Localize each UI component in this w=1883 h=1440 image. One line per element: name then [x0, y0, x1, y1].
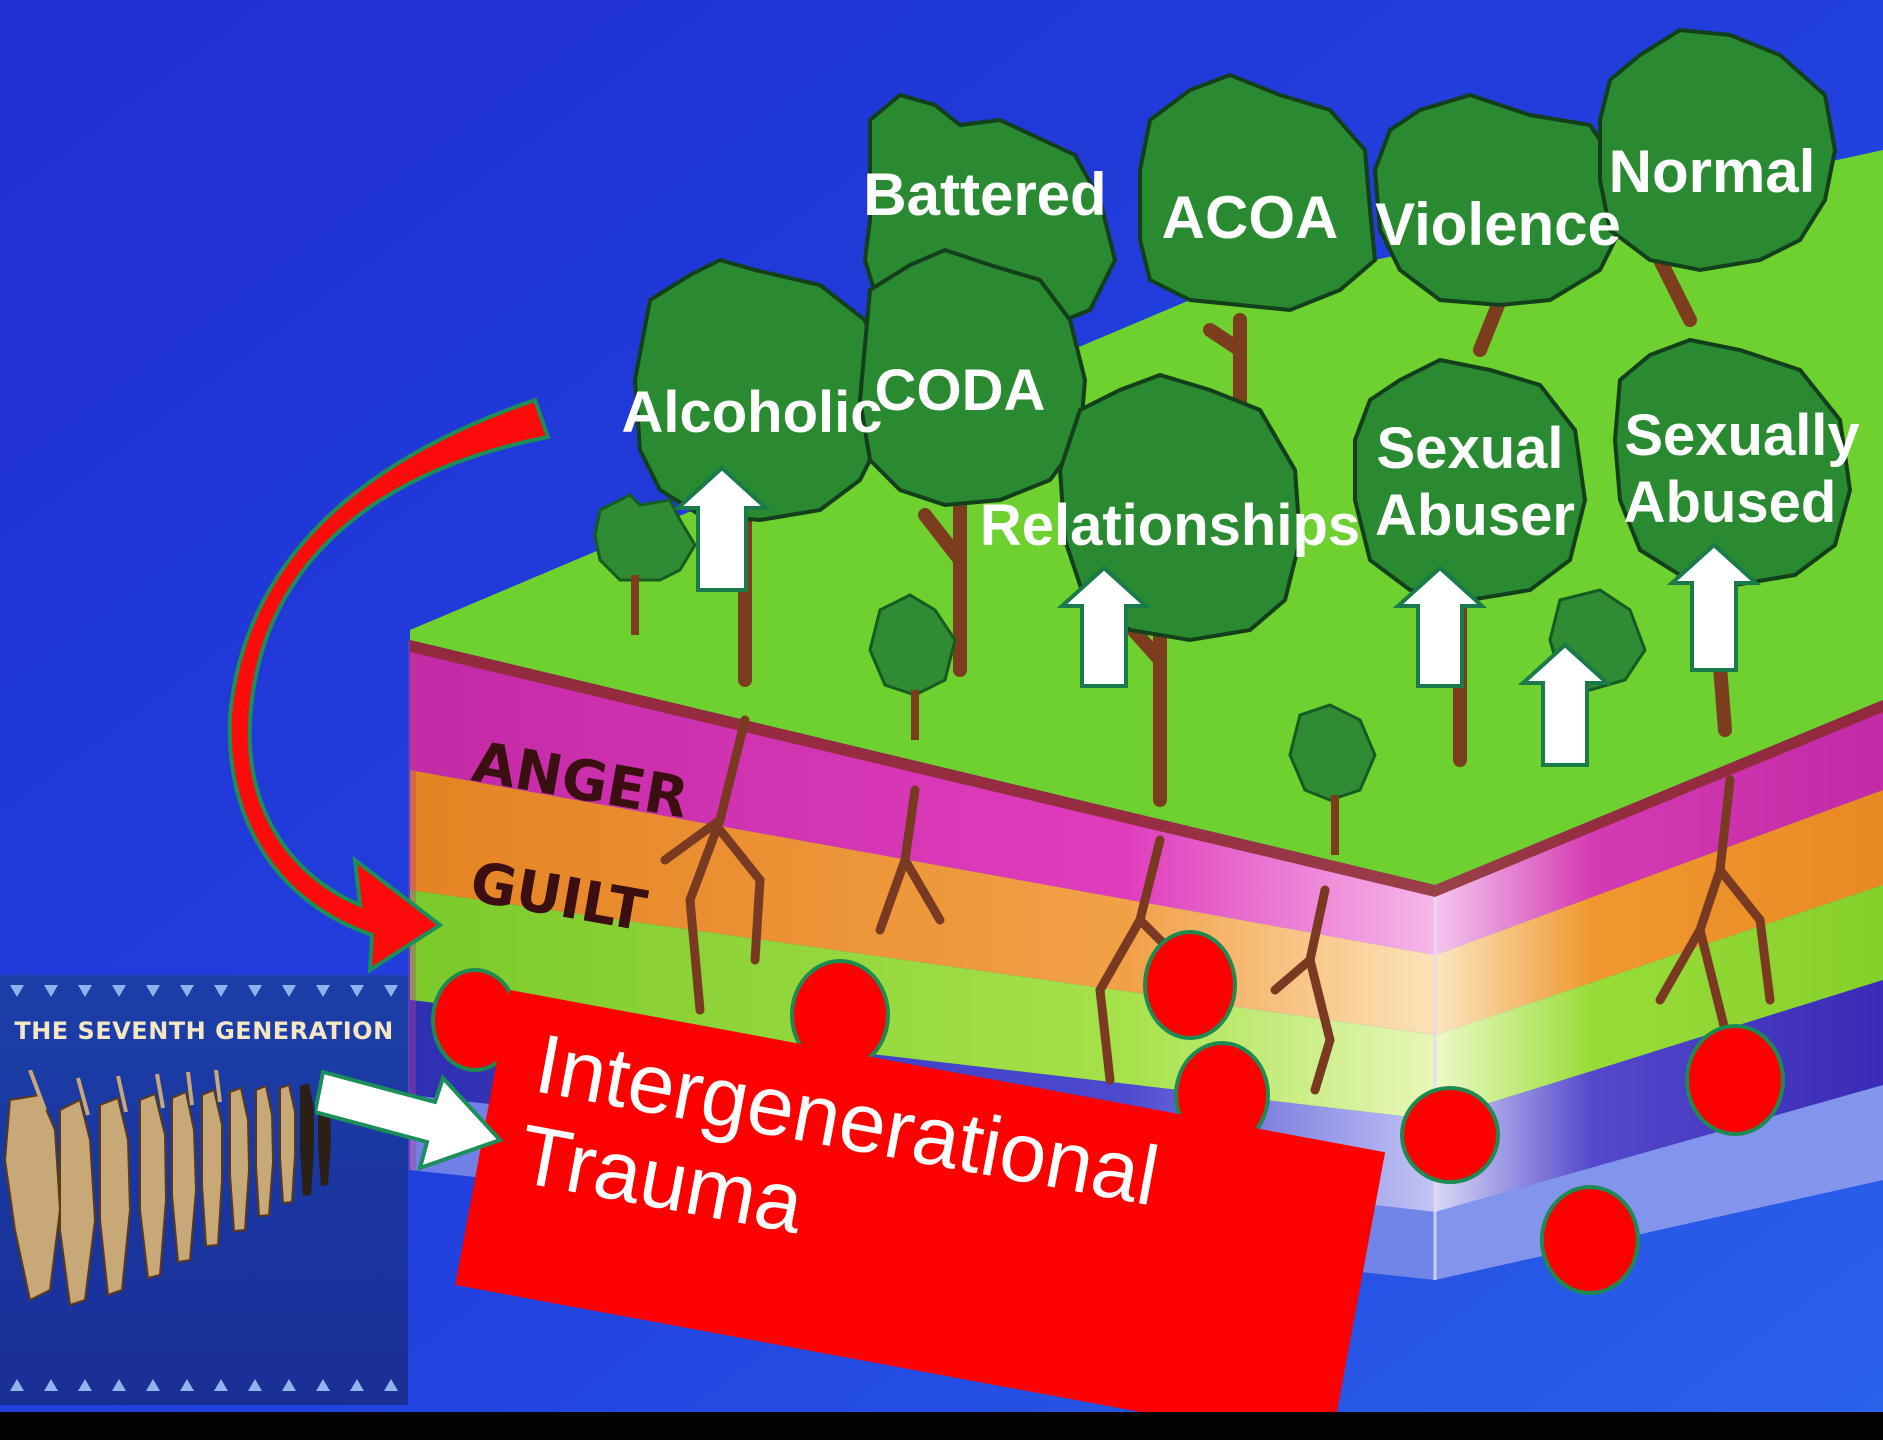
up-arrow-icon — [1056, 565, 1152, 688]
curved-arrow-icon — [227, 397, 551, 974]
tree-violence-canopy — [1372, 92, 1622, 308]
shame-layer — [410, 890, 1435, 1120]
roots — [660, 715, 1775, 1095]
tree-label-sexually: Sexually — [1624, 403, 1859, 468]
tree-canopies — [632, 27, 1853, 643]
tree-label-abuser: Abuser — [1375, 483, 1575, 548]
red-dot — [1540, 1185, 1640, 1295]
tree-label-relationships: Relationships — [980, 493, 1360, 558]
tree-sexual-abuser-canopy — [1353, 357, 1588, 603]
up-arrow-icon — [1517, 642, 1613, 767]
trauma-dots — [431, 930, 1785, 1295]
tree-acoa-canopy — [1138, 72, 1378, 313]
triangle-pattern-bottom — [10, 1379, 398, 1391]
tree-label-coda: CODA — [875, 358, 1046, 423]
tree-label-abused: Abused — [1624, 470, 1837, 535]
up-arrow-icon — [1392, 565, 1488, 688]
tree-label-sexual: Sexual — [1377, 416, 1564, 481]
tree-label-normal: Normal — [1609, 138, 1816, 205]
right-arrow-icon — [315, 1069, 504, 1172]
seventh-generation-inset: THE SEVENTH GENERATION — [0, 975, 408, 1405]
inset-title: THE SEVENTH GENERATION — [14, 1017, 394, 1045]
tree-label-acoa: ACOA — [1162, 184, 1339, 251]
red-dot — [1685, 1024, 1785, 1136]
up-arrows — [672, 465, 1762, 767]
tree-label-alcoholic: Alcoholic — [621, 380, 882, 445]
tree-label-battered: Battered — [863, 161, 1106, 228]
tree-labels: Battered ACOA Violence Normal Alcoholic … — [621, 138, 1859, 558]
anger-layer — [410, 640, 1435, 955]
tree-label-violence: Violence — [1375, 191, 1621, 258]
tree-sexually-abused-canopy — [1612, 337, 1853, 588]
generations-figures — [3, 1070, 331, 1307]
red-dot — [1143, 930, 1237, 1040]
bottom-strip — [0, 1412, 1883, 1440]
up-arrow-icon — [672, 465, 772, 592]
tree-relationships-canopy — [1057, 372, 1303, 643]
triangle-pattern-top — [10, 985, 398, 997]
small-trees — [593, 493, 1647, 855]
red-dot — [1400, 1086, 1500, 1184]
tree-normal-canopy — [1598, 27, 1838, 273]
up-arrow-icon — [1666, 542, 1762, 672]
